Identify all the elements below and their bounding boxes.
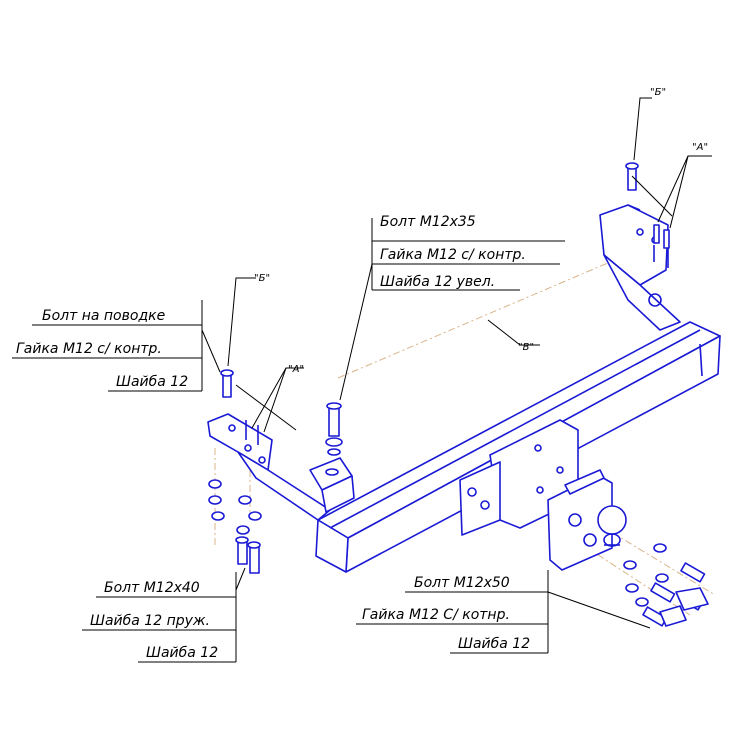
label-b-left: "Б" [254, 273, 270, 284]
callout-center: Болт М12х35 Гайка М12 с/ контр. Шайба 12… [380, 214, 526, 290]
label-v-mid: "В" [518, 342, 534, 353]
callout-left-bottom-line-2: Шайба 12 пруж. [90, 613, 210, 629]
callout-center-line-3: Шайба 12 увел. [380, 274, 495, 290]
label-a-top: "А" [692, 142, 708, 153]
callout-center-line-2: Гайка М12 с/ контр. [380, 247, 526, 263]
callout-left-bottom: Болт М12х40 Шайба 12 пруж. Шайба 12 [90, 580, 218, 661]
left-mounting-bracket [207, 413, 331, 521]
label-b-top: "Б" [650, 87, 666, 98]
right-mounting-bracket [599, 204, 681, 331]
fasteners [208, 162, 709, 627]
callout-center-line-1: Болт М12х35 [380, 214, 476, 230]
callout-left-top-line-1: Болт на поводке [42, 308, 165, 324]
callout-right-bottom: Болт М12х50 Гайка М12 С/ котнр. Шайба 12 [362, 575, 530, 652]
callout-right-bottom-line-2: Гайка М12 С/ котнр. [362, 607, 510, 623]
callout-left-bottom-line-1: Болт М12х40 [104, 580, 200, 596]
callout-left-top-line-2: Гайка М12 с/ контр. [16, 341, 162, 357]
center-bracket [309, 457, 355, 513]
callout-right-bottom-line-3: Шайба 12 [458, 636, 530, 652]
label-a-left: "А" [288, 364, 304, 375]
callout-right-bottom-line-1: Болт М12х50 [414, 575, 510, 591]
callout-left-top: Болт на поводке Гайка М12 с/ контр. Шайб… [16, 308, 188, 390]
leader-lines [12, 97, 712, 663]
tow-ball-mount [547, 469, 627, 571]
callout-left-top-line-3: Шайба 12 [116, 374, 188, 390]
callout-left-bottom-line-3: Шайба 12 [146, 645, 218, 661]
